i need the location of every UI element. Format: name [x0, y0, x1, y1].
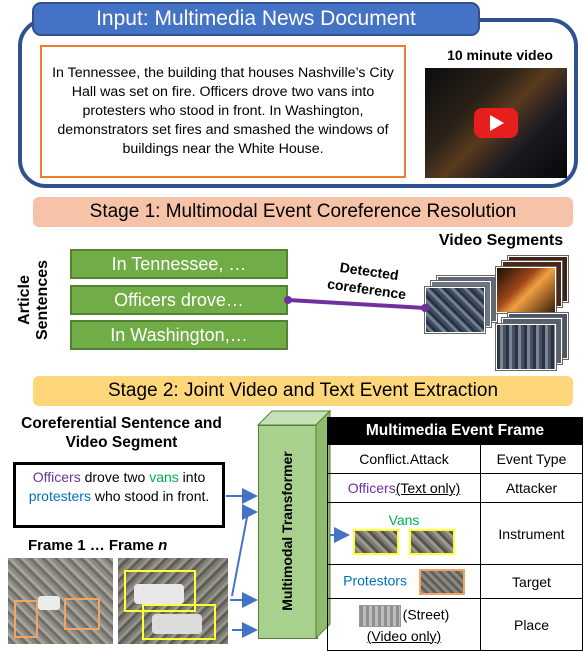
- multimedia-event-frame-table: Multimedia Event Frame Conflict.Attack E…: [327, 417, 583, 651]
- frame1-person-box: [14, 600, 38, 638]
- stage2-title: Stage 2: Joint Video and Text Event Extr…: [33, 376, 573, 406]
- multimodal-transformer-label: Multimodal Transformer: [278, 451, 295, 611]
- video-segment-fire: [496, 267, 556, 313]
- instrument-van-thumb-1: [353, 529, 400, 555]
- coreferential-sentence-title: Coreferential Sentence and Video Segment: [21, 415, 222, 451]
- play-triangle-icon: [490, 115, 504, 131]
- sentence-part: into: [178, 469, 206, 485]
- video-segment-crowd: [496, 324, 556, 370]
- instrument-value: Vans: [388, 512, 420, 528]
- attacker-cell: Officers(Text only): [327, 473, 481, 503]
- frame1-crowd-box: [64, 598, 100, 630]
- place-note: (Video only): [366, 627, 442, 644]
- sentence-2: Officers drove…: [70, 285, 288, 315]
- event-frame-header: Multimedia Event Frame: [327, 417, 583, 445]
- event-type-label: Event Type: [480, 444, 583, 474]
- sentence-vans: vans: [149, 469, 179, 485]
- target-value: Protestors: [343, 572, 407, 589]
- place-cell: (Street) (Video only): [327, 598, 481, 651]
- news-document-text-content: In Tennessee, the building that houses N…: [52, 65, 394, 157]
- target-label: Target: [480, 564, 583, 599]
- framen-van-1: [134, 584, 184, 604]
- sentence-protesters: protesters: [28, 488, 91, 504]
- event-type-value: Conflict.Attack: [327, 444, 481, 474]
- video-segments-label: Video Segments: [438, 232, 564, 249]
- news-document-text: In Tennessee, the building that houses N…: [40, 45, 406, 178]
- frame-label-prefix: Frame 1 … Frame: [28, 537, 159, 554]
- instrument-van-thumb-2: [408, 529, 455, 555]
- multimodal-transformer-block: [258, 425, 318, 639]
- sentence-officers: Officers: [32, 469, 81, 485]
- attacker-label: Attacker: [480, 473, 583, 503]
- framen-van-2: [152, 614, 202, 634]
- attacker-note: (Text only): [395, 480, 461, 496]
- target-cell: Protestors: [327, 564, 481, 599]
- framen-van-box-1: [124, 570, 196, 612]
- sentence-part: who stood in front.: [90, 488, 210, 504]
- sentence-3: In Washington,…: [70, 320, 288, 350]
- instrument-label: Instrument: [480, 502, 583, 565]
- coreference-dot-right: [421, 304, 429, 312]
- coreference-line: [287, 298, 426, 310]
- video-label: 10 minute video: [447, 47, 553, 63]
- coreferential-sentence-box: Officers drove two vans into protesters …: [13, 462, 225, 528]
- stage1-title: Stage 1: Multimodal Event Coreference Re…: [33, 197, 573, 227]
- place-label: Place: [480, 598, 583, 651]
- place-street-thumb: [358, 604, 401, 627]
- sentence-1: In Tennessee, …: [70, 249, 288, 279]
- frame1-van: [38, 596, 60, 610]
- arrow-frame-diagonal: [231, 504, 258, 597]
- coreference-dot-left: [284, 296, 292, 304]
- target-crowd-thumb: [418, 568, 465, 595]
- sentence-part: drove two: [80, 469, 150, 485]
- place-value: (Street): [402, 606, 450, 623]
- framen-van-box-2: [142, 604, 216, 640]
- frame-label: Frame 1 … Frame n: [28, 537, 228, 554]
- attacker-value: Officers: [347, 480, 396, 496]
- instrument-cell: Vans: [327, 502, 481, 565]
- frame-label-n: n: [158, 537, 168, 554]
- input-title: Input: Multimedia News Document: [32, 2, 480, 36]
